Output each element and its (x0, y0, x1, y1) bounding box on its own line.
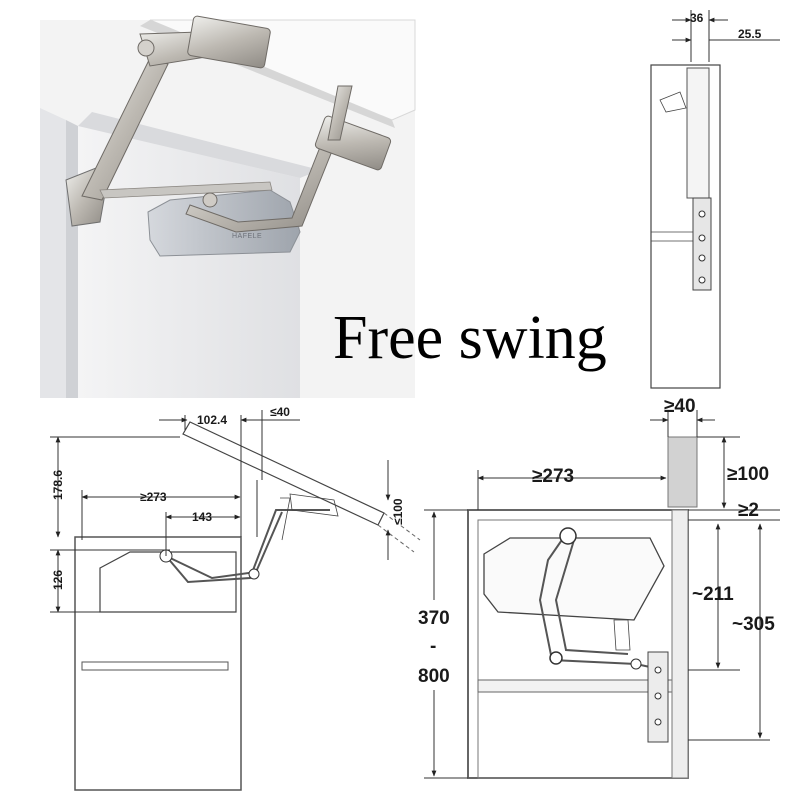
screw-hole-icon (698, 276, 706, 284)
flap-connector-rod (327, 85, 353, 141)
pivot-joint-icon (559, 527, 577, 545)
dim-370: 370 (418, 608, 450, 629)
dim-ge40: ≥40 (664, 396, 696, 417)
dim-211: ~211 (692, 584, 734, 605)
shelf-line (81, 661, 229, 671)
cabinet-side-outline (650, 64, 721, 389)
pivot-joint-icon (630, 658, 642, 670)
screw-hole-icon (698, 254, 706, 262)
mounting-plate (692, 197, 712, 291)
screw-hole-icon (698, 234, 706, 242)
screw-hole-icon (654, 692, 662, 700)
fitting-plate (686, 67, 710, 199)
diagram-title: Free swing (333, 304, 607, 372)
cabinet-side-panel (40, 108, 66, 398)
pivot-joint-icon (137, 39, 155, 57)
dim-800: 800 (418, 666, 450, 687)
dim-le100: ≤100 (391, 498, 405, 525)
side-view-dimensions-right: ≥40 ≥273 ≥100 ≥2 ~211 ~305 370 - 800 (418, 396, 780, 779)
pivot-joint-icon (549, 651, 563, 665)
dim-le40: ≤40 (270, 405, 290, 419)
dim-102-4: 102.4 (197, 413, 227, 427)
screw-hole-icon (698, 210, 706, 218)
door-side (671, 509, 689, 779)
dim-ge100: ≥100 (727, 464, 769, 485)
cabinet-top-inner (78, 112, 320, 178)
dim-ge273: ≥273 (532, 466, 574, 487)
pivot-joint-icon (202, 192, 218, 208)
dim-36: 36 (690, 11, 704, 25)
dim-178-6: 178.6 (51, 470, 65, 500)
dim-ge2: ≥2 (738, 500, 759, 521)
dim-ge273: ≥273 (140, 490, 167, 504)
dim-305: ~305 (732, 614, 775, 635)
product-photo: HAFELE (40, 15, 416, 398)
mechanism-cover-outline (99, 551, 237, 613)
cabinet-front-edge (66, 120, 78, 398)
dim-143: 143 (192, 510, 212, 524)
dim-126: 126 (51, 570, 65, 590)
door-panel (667, 436, 698, 508)
side-view-dimensions-left: 102.4 ≤40 178.6 ≥273 143 ≤100 126 (50, 405, 421, 791)
screw-hole-icon (654, 666, 662, 674)
support-rail (99, 181, 273, 199)
mounting-side-view-top: 36 25.5 (650, 10, 780, 389)
screw-hole-icon (654, 718, 662, 726)
pivot-joint-icon (248, 568, 260, 580)
brand-logo: HAFELE (232, 233, 262, 240)
mechanism-cover-outline (483, 537, 665, 621)
dim-25-5: 25.5 (738, 27, 762, 41)
dim-dash: - (430, 636, 436, 657)
main-lever-arm (81, 57, 169, 201)
flap-bracket-upper (187, 15, 271, 69)
cabinet-outline (74, 536, 242, 791)
